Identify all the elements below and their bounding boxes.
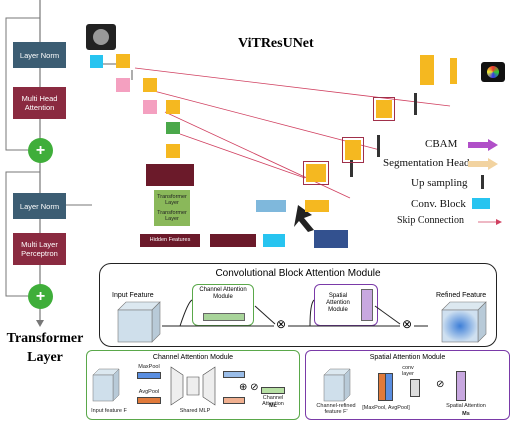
hidden-features: Hidden Features: [140, 234, 200, 247]
cbam-refined-label: Refined Feature: [436, 292, 487, 299]
pool-map-2: [385, 373, 393, 401]
multi-head-attention: Multi Head Attention: [13, 87, 66, 119]
transformer-stack: Transformer Layer Transformer Layer: [154, 190, 190, 226]
decoder-block-5: [420, 55, 434, 85]
channel-module-panel: Channel Attention Module Input feature F…: [86, 350, 300, 420]
avgpool-label: AvgPool: [138, 389, 160, 395]
mlp-out-2: [223, 397, 245, 404]
maxpool-bar: [137, 372, 161, 379]
channel-attention-label: Channel Attention Module: [199, 287, 247, 300]
conv-block-bottleneck: [263, 234, 285, 247]
decoder-block-2: [303, 161, 329, 185]
multiply-symbol-2: ⊗: [402, 317, 413, 331]
legend-skip-arrow: [478, 219, 502, 225]
sum-sigmoid-symbol: ⊕ ⊘: [239, 382, 259, 393]
spatial-output-label: Spatial Attention: [446, 403, 486, 409]
channel-output-label: Channel Attention: [262, 395, 284, 408]
input-feature-cube: [117, 301, 161, 343]
legend-upsampling-icon: [481, 175, 484, 189]
multiply-symbol-1: ⊗: [276, 317, 287, 331]
decoder-block-3: [342, 137, 364, 163]
channel-attention-output: [261, 387, 285, 394]
spatial-output-symbol: Ms: [462, 411, 470, 417]
sigmoid-symbol: ⊘: [436, 379, 445, 390]
encoder-pool-1: [116, 78, 130, 92]
channel-input-cube: [92, 368, 120, 402]
encoder-block-2: [143, 78, 157, 92]
decoder-block-4: [373, 97, 395, 121]
legend-skip-label: Skip Connection: [397, 215, 464, 226]
cbam-panel: Convolutional Block Attention Module Inp…: [99, 263, 497, 347]
patch-embedding: [146, 164, 194, 186]
output-segmentation-image: [481, 62, 505, 82]
refined-feature-cube: [441, 301, 487, 343]
residual-add-1: +: [28, 138, 53, 163]
spatial-attention-output: [456, 371, 466, 401]
channel-input-label: Input feature F: [91, 408, 127, 414]
encoder-block-1: [116, 54, 130, 68]
channel-attention-bar: [203, 313, 245, 321]
shared-mlp-label: Shared MLP: [179, 408, 211, 414]
channel-output-symbol: Mc: [269, 403, 277, 409]
layer-norm-1: Layer Norm: [13, 42, 66, 68]
decoder-block-1: [305, 200, 329, 212]
bottleneck-feature: [314, 230, 348, 248]
layer-norm-2: Layer Norm: [13, 193, 66, 219]
conv-layer-label: conv layer: [402, 365, 414, 378]
encoder-pool-3: [166, 122, 180, 134]
encoder-block-4: [166, 144, 180, 158]
residual-add-2: +: [28, 284, 53, 309]
transformer-caption-line1: Transformer: [6, 331, 84, 346]
avgpool-bar: [137, 397, 161, 404]
legend-conv-label: Conv. Block: [411, 198, 466, 210]
input-ct-image: [86, 24, 116, 50]
cbam-arrows: [162, 299, 428, 327]
channel-module-title: Channel Attention Module: [152, 354, 234, 361]
conv-block-input: [90, 55, 103, 68]
shared-mlp: [170, 366, 216, 406]
reshape-block: [210, 234, 256, 247]
legend-conv-icon: [472, 198, 490, 209]
multi-layer-perceptron: Multi Layer Perceptron: [13, 233, 66, 265]
legend-cbam-label: CBAM: [425, 138, 458, 150]
transformer-caption-line2: Layer: [27, 350, 63, 365]
maxpool-label: MaxPool: [138, 364, 160, 370]
spatial-module-title: Spatial Attention Module: [369, 354, 446, 361]
encoder-block-3: [166, 100, 180, 114]
spatial-module-panel: Spatial Attention Module Channel-refined…: [305, 350, 510, 420]
legend-seg-head-label: Segmentation Head: [383, 157, 470, 169]
segmentation-block: [450, 58, 457, 84]
legend-seg-head-arrow: [468, 158, 498, 170]
encoder-pool-2: [143, 100, 157, 114]
conv-layer: [410, 379, 420, 397]
decoder-input: [256, 200, 286, 212]
page-title: ViTResUNet: [238, 36, 314, 51]
spatial-input-cube: [323, 368, 351, 402]
spatial-attention-label: Spatial Attention Module: [326, 293, 350, 313]
pool-label: [MaxPool, AvgPool]: [362, 405, 410, 411]
cbam-title: Convolutional Block Attention Module: [215, 268, 381, 279]
mlp-out-1: [223, 371, 245, 378]
spatial-attention-map: [361, 289, 373, 321]
spatial-input-label: Channel-refined feature F': [316, 403, 356, 416]
legend-cbam-arrow: [468, 139, 498, 151]
cbam-input-label: Input Feature: [112, 292, 154, 299]
legend-upsampling-label: Up sampling: [411, 177, 468, 189]
